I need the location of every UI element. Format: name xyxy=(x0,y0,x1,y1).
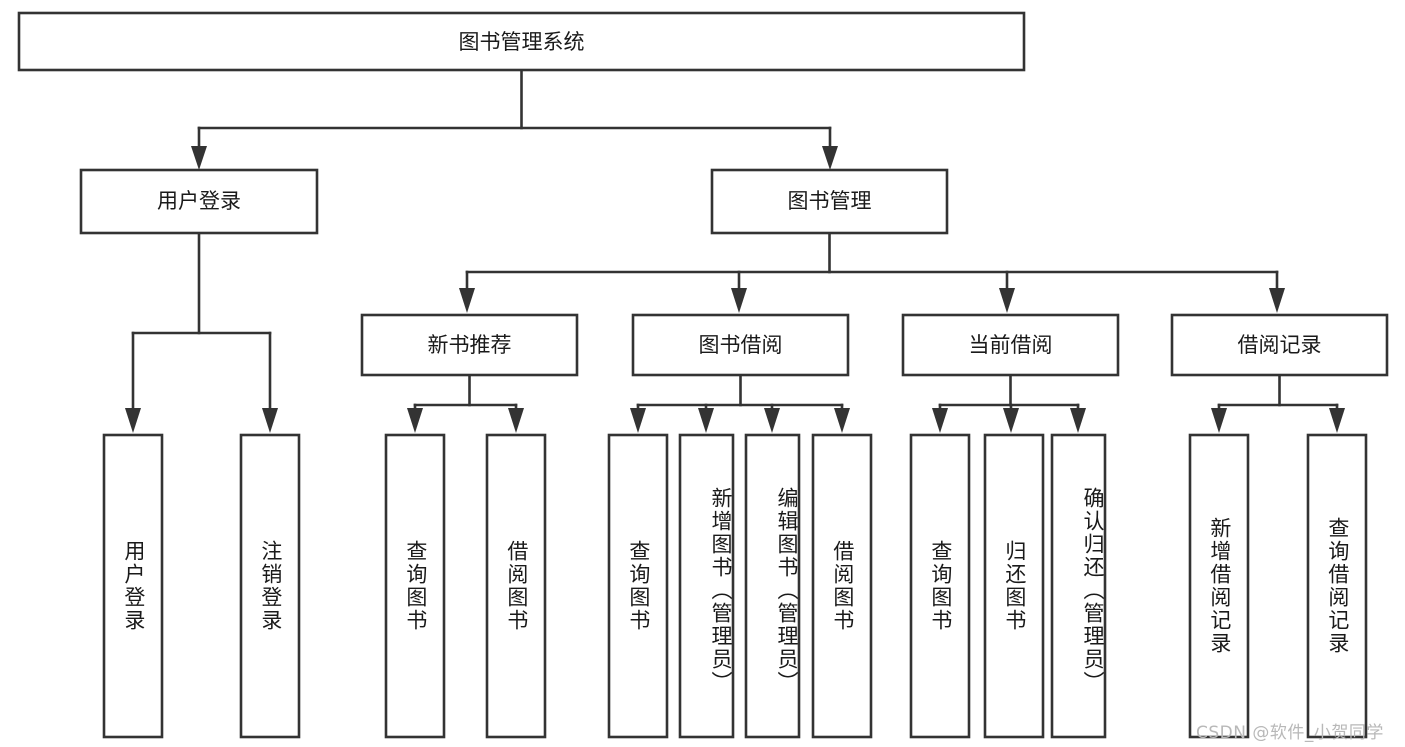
node-user-login-box[interactable] xyxy=(79,168,319,235)
node-user-login[interactable]: 用户登录 xyxy=(79,168,319,235)
arrowhead-leaf-borrow-book-2 xyxy=(834,408,850,433)
node-book-borrow[interactable]: 图书借阅 xyxy=(631,313,850,377)
node-leaf-confirm-return-box[interactable] xyxy=(1050,433,1107,739)
node-user-login-label: 用户登录 xyxy=(157,189,241,213)
node-borrow-record[interactable]: 借阅记录 xyxy=(1170,313,1389,377)
connector-group-book-manage xyxy=(459,231,1285,313)
node-new-book-rec-label: 新书推荐 xyxy=(428,333,512,357)
csdn-watermark: CSDN @软件_小贺同学 xyxy=(1196,723,1384,743)
connector-group-current-borrow xyxy=(932,373,1086,433)
node-leaf-add-book-box[interactable] xyxy=(678,433,735,739)
node-borrow-record-label: 借阅记录 xyxy=(1238,333,1322,357)
arrowhead-current-borrow xyxy=(999,288,1015,313)
arrowhead-book-borrow xyxy=(731,288,747,313)
arrowhead-new-book-rec xyxy=(459,288,475,313)
node-leaf-add-record-box[interactable] xyxy=(1188,433,1250,739)
node-leaf-user-login-box[interactable] xyxy=(102,433,164,739)
node-book-manage-label: 图书管理 xyxy=(788,189,872,213)
connector-group-new-book-rec xyxy=(407,373,524,433)
arrowhead-leaf-borrow-book-1 xyxy=(508,408,524,433)
arrowhead-leaf-query-book-2 xyxy=(630,408,646,433)
node-current-borrow-label: 当前借阅 xyxy=(969,333,1053,357)
node-borrow-record-box[interactable] xyxy=(1170,313,1389,377)
node-leaf-borrow-book-2-box[interactable] xyxy=(811,433,873,739)
node-leaf-logout-box[interactable] xyxy=(239,433,301,739)
node-leaf-query-book-1-box[interactable] xyxy=(384,433,446,739)
connector-group-root xyxy=(191,68,838,170)
arrowhead-leaf-return-book xyxy=(1003,408,1019,433)
node-root[interactable]: 图书管理系统 xyxy=(17,11,1026,72)
arrowhead-user-login xyxy=(191,146,207,170)
arrowhead-leaf-add-record xyxy=(1211,408,1227,433)
node-root-label: 图书管理系统 xyxy=(459,30,585,54)
arrowhead-leaf-query-book-1 xyxy=(407,408,423,433)
arrowhead-leaf-add-book xyxy=(698,408,714,433)
node-leaf-edit-book-box[interactable] xyxy=(744,433,801,739)
node-new-book-rec-box[interactable] xyxy=(360,313,579,377)
node-new-book-rec[interactable]: 新书推荐 xyxy=(360,313,579,377)
node-leaf-query-record-box[interactable] xyxy=(1306,433,1368,739)
node-book-borrow-label: 图书借阅 xyxy=(699,333,783,357)
node-current-borrow[interactable]: 当前借阅 xyxy=(901,313,1120,377)
node-book-manage[interactable]: 图书管理 xyxy=(710,168,949,235)
leaf-boxes xyxy=(102,433,1368,739)
arrowhead-leaf-edit-book xyxy=(764,408,780,433)
node-leaf-query-book-2-box[interactable] xyxy=(607,433,669,739)
node-root-box[interactable] xyxy=(17,11,1026,72)
arrowhead-leaf-confirm-return xyxy=(1070,408,1086,433)
arrowhead-leaf-logout xyxy=(262,408,278,433)
arrowhead-leaf-query-record xyxy=(1329,408,1345,433)
node-leaf-query-book-3-box[interactable] xyxy=(909,433,971,739)
arrowhead-borrow-record xyxy=(1269,288,1285,313)
connector-group-borrow-record xyxy=(1211,373,1345,433)
node-leaf-borrow-book-1-box[interactable] xyxy=(485,433,547,739)
arrowhead-leaf-user-login xyxy=(125,408,141,433)
node-leaf-return-book-box[interactable] xyxy=(983,433,1045,739)
connector-group-book-borrow xyxy=(630,373,850,433)
arrowhead-leaf-query-book-3 xyxy=(932,408,948,433)
arrowhead-book-manage xyxy=(822,146,838,170)
node-book-borrow-box[interactable] xyxy=(631,313,850,377)
node-current-borrow-box[interactable] xyxy=(901,313,1120,377)
connector-group-user-login xyxy=(125,231,278,433)
node-book-manage-box[interactable] xyxy=(710,168,949,235)
